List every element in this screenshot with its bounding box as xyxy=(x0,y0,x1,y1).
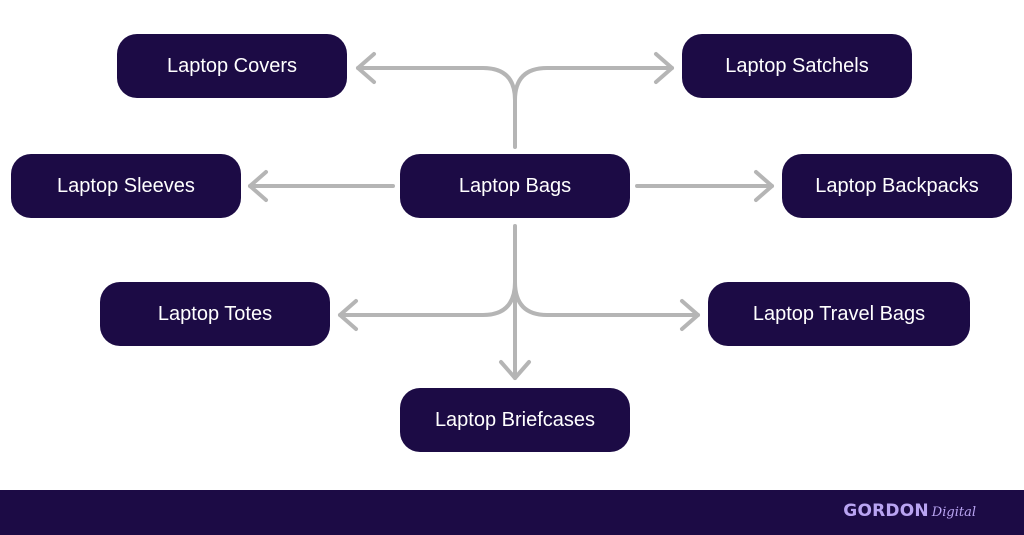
node-laptop-covers: Laptop Covers xyxy=(117,34,347,98)
arrow-to-satchels xyxy=(513,66,674,102)
arrowhead-travel xyxy=(680,299,700,331)
arrowhead-briefcases xyxy=(499,360,531,380)
node-laptop-bags-root: Laptop Bags xyxy=(400,154,630,218)
arrow-to-totes xyxy=(338,280,517,317)
brand-name: GORDON xyxy=(843,501,929,521)
brand-subtitle: Digital xyxy=(931,505,976,520)
node-laptop-totes: Laptop Totes xyxy=(100,282,330,346)
node-laptop-sleeves: Laptop Sleeves xyxy=(11,154,241,218)
node-laptop-backpacks: Laptop Backpacks xyxy=(782,154,1012,218)
arrow-to-travel xyxy=(513,280,700,317)
brand-logo: GORDON Digital xyxy=(843,501,976,521)
arrowhead-satchels xyxy=(654,52,674,84)
arrowhead-covers xyxy=(356,52,376,84)
node-laptop-travel-bags: Laptop Travel Bags xyxy=(708,282,970,346)
arrowhead-sleeves xyxy=(248,170,268,202)
arrowhead-totes xyxy=(338,299,358,331)
node-laptop-briefcases: Laptop Briefcases xyxy=(400,388,630,452)
footer-bar: GORDON Digital xyxy=(0,490,1024,535)
arrowhead-backpacks xyxy=(754,170,774,202)
node-laptop-satchels: Laptop Satchels xyxy=(682,34,912,98)
arrow-to-covers xyxy=(356,66,517,149)
